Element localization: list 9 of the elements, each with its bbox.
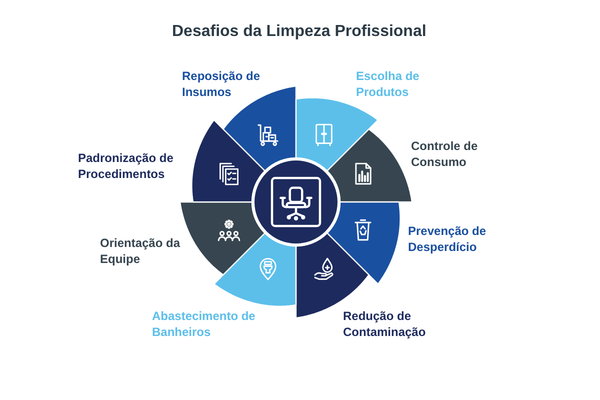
segment-label: Escolha de Produtos — [356, 68, 420, 100]
segment-label: Reposição de Insumos — [182, 68, 262, 100]
segment-label: Abastecimento de Banheiros — [152, 308, 256, 340]
segment-label: Prevenção de Desperdício — [408, 223, 488, 255]
segment-label: Redução de Contaminação — [343, 308, 427, 340]
title: Desafios da Limpeza Profissional — [172, 23, 428, 41]
segment-label: Padronização de Procedimentos — [78, 150, 174, 182]
segment-label: Controle de Consumo — [411, 138, 479, 170]
segment-label: Orientação da Equipe — [100, 235, 182, 267]
